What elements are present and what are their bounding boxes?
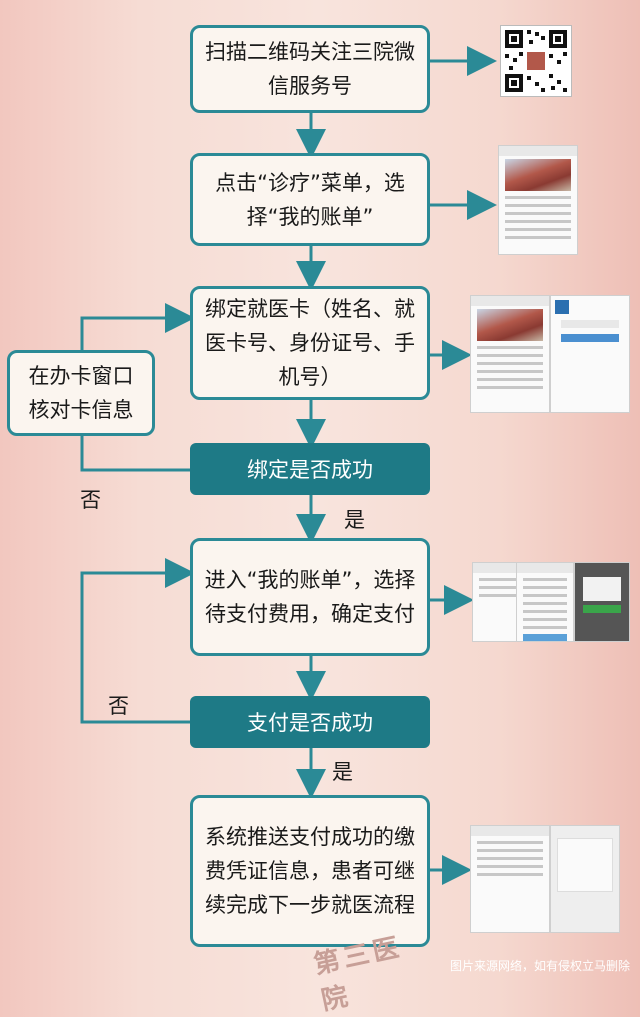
- step-scan-box: 扫描二维码关注三院微信服务号: [190, 25, 430, 113]
- label-yes-pay: 是: [332, 760, 353, 784]
- label-no-pay: 否: [108, 694, 129, 718]
- thumb-pay-screen-3: [574, 562, 630, 642]
- step-menu-text: 点击“诊疗”菜单，选择“我的账单”: [215, 170, 405, 229]
- step-bind-box: 绑定就医卡（姓名、就医卡号、身份证号、手机号）: [190, 286, 430, 400]
- thumb-done-screen-2: [550, 825, 620, 933]
- loop-bind-fail-down: [80, 435, 190, 472]
- decision-bind-text: 绑定是否成功: [247, 458, 373, 482]
- label-yes-bind: 是: [344, 508, 365, 532]
- thumb-bind-screen-1: [470, 295, 550, 413]
- thumb-done-screen-1: [470, 825, 550, 933]
- step-bind-text: 绑定就医卡（姓名、就医卡号、身份证号、手机号）: [205, 297, 415, 389]
- loop-bind-fail-up: [80, 303, 195, 350]
- flow-connectors: [80, 46, 497, 885]
- step-scan-text: 扫描二维码关注三院微信服务号: [205, 40, 415, 98]
- qr-code-icon: [501, 26, 571, 96]
- step-pay-box: 进入“我的账单”，选择待支付费用，确定支付: [190, 538, 430, 656]
- counter-check-box: 在办卡窗口核对卡信息: [7, 350, 155, 436]
- decision-pay-ok: 支付是否成功: [190, 696, 430, 748]
- decision-bind-ok: 绑定是否成功: [190, 443, 430, 495]
- qr-code-image: [500, 25, 572, 97]
- thumb-menu-screen: [498, 145, 578, 255]
- step-menu-box: 点击“诊疗”菜单，选择“我的账单”: [190, 153, 430, 246]
- thumb-bind-screen-2: [550, 295, 630, 413]
- loop-pay-fail: [80, 558, 195, 724]
- counter-check-text: 在办卡窗口核对卡信息: [28, 364, 134, 422]
- step-done-text: 系统推送支付成功的缴费凭证信息，患者可继续完成下一步就医流程: [205, 825, 415, 917]
- step-done-box: 系统推送支付成功的缴费凭证信息，患者可继续完成下一步就医流程: [190, 795, 430, 947]
- source-watermark: 图片来源网络，如有侵权立马删除: [449, 959, 630, 973]
- label-no-bind: 否: [80, 488, 101, 512]
- decision-pay-text: 支付是否成功: [247, 711, 373, 735]
- thumb-pay-screen-2: [516, 562, 574, 642]
- step-pay-text: 进入“我的账单”，选择待支付费用，确定支付: [204, 568, 416, 626]
